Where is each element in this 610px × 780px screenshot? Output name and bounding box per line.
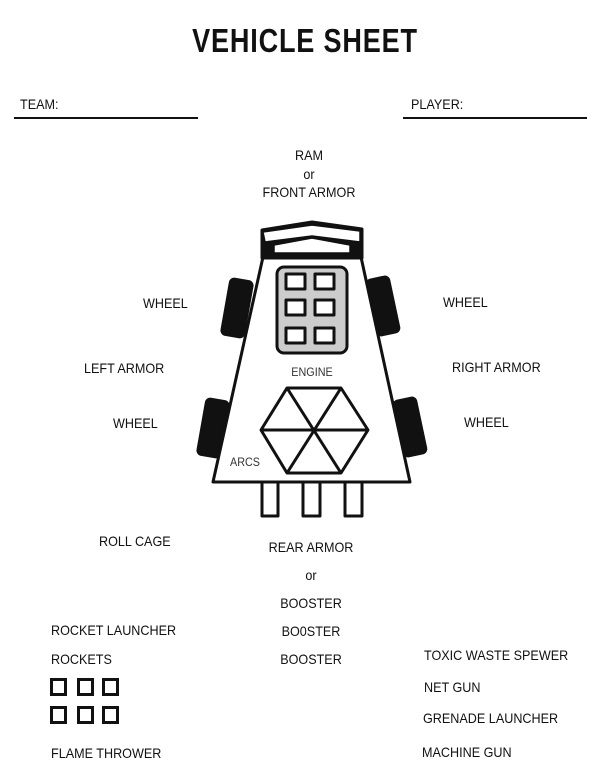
wheel-left-front [220, 277, 254, 339]
booster-2 [301, 478, 322, 518]
rocket-checkbox[interactable] [102, 678, 119, 696]
player-label: PLAYER: [411, 96, 464, 112]
booster-label-2: BO0STER [281, 623, 341, 639]
rocket-checkbox[interactable] [102, 706, 119, 724]
player-field[interactable] [403, 117, 587, 119]
booster-label-3: BOOSTER [280, 651, 342, 667]
booster-1 [260, 478, 280, 518]
right-wheel-top-label: WHEEL [443, 294, 488, 310]
or-label: or [303, 166, 315, 182]
rocket-checkbox[interactable] [50, 706, 67, 724]
net-gun-label: NET GUN [424, 679, 481, 695]
right-armor-label: RIGHT ARMOR [452, 359, 541, 375]
left-wheel-bottom-label: WHEEL [113, 415, 158, 431]
rockets-label: ROCKETS [51, 651, 112, 667]
rear-or-label: or [305, 567, 317, 583]
rocket-checkbox[interactable] [77, 706, 94, 724]
ram-label: RAM [294, 147, 324, 163]
page-title: VEHICLE SHEET [192, 22, 418, 59]
booster-3 [343, 478, 364, 518]
left-armor-label: LEFT ARMOR [84, 360, 165, 376]
engine-label: ENGINE [291, 365, 333, 379]
grenade-launcher-label: GRENADE LAUNCHER [423, 710, 559, 726]
arcs-label: ARCS [230, 455, 261, 469]
front-armor-label: FRONT ARMOR [262, 184, 356, 200]
team-label: TEAM: [20, 96, 59, 112]
roll-cage-label: ROLL CAGE [99, 533, 171, 549]
team-field[interactable] [14, 117, 198, 119]
rear-armor-label: REAR ARMOR [268, 539, 354, 555]
rocket-checkbox[interactable] [77, 678, 94, 696]
flame-thrower-label: FLAME THROWER [51, 745, 162, 761]
rocket-launcher-label: ROCKET LAUNCHER [51, 622, 177, 638]
machine-gun-label: MACHINE GUN [422, 744, 512, 760]
rocket-checkbox[interactable] [50, 678, 67, 696]
toxic-waste-spewer-label: TOXIC WASTE SPEWER [424, 647, 569, 663]
left-wheel-top-label: WHEEL [143, 295, 188, 311]
booster-label-1: BOOSTER [280, 595, 342, 611]
right-wheel-bottom-label: WHEEL [464, 414, 509, 430]
